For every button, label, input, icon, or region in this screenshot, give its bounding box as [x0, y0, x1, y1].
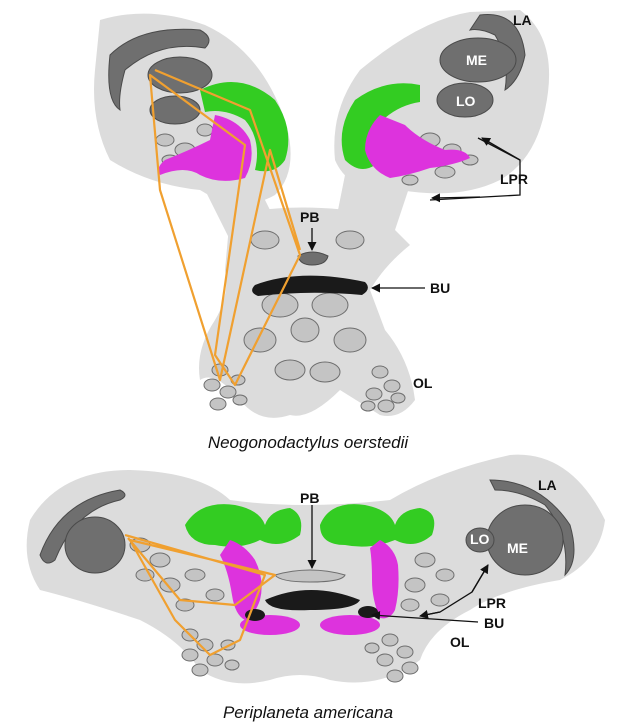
bottom-label-lpr: LPR: [478, 595, 506, 611]
top-right-olfactory-lobe: [360, 365, 406, 413]
top-label-lo: LO: [456, 93, 476, 109]
top-left-green-region: [200, 82, 289, 172]
bottom-left-green-calyx: [185, 504, 302, 547]
top-central-neuropils: [243, 230, 367, 383]
top-caption: Neogonodactylus oerstedii: [208, 433, 410, 452]
bottom-left-magenta-lobe: [220, 540, 262, 620]
bottom-label-bu: BU: [484, 615, 504, 631]
top-right-green-region: [341, 83, 420, 169]
top-central-brain-silhouette: [199, 207, 415, 418]
bottom-right-magenta-lobe: [370, 540, 399, 619]
top-orange-outline: [148, 68, 302, 387]
bottom-orange-outline: [124, 533, 277, 657]
bottom-brain: PB LA ME LO LPR BU OL Periplaneta americ…: [26, 454, 605, 722]
top-right-medulla: [439, 37, 517, 83]
top-label-me: ME: [466, 52, 487, 68]
top-right-stalk: [335, 175, 410, 230]
top-lpr-arrow-lower: [431, 193, 481, 203]
top-lpr-arrow-upper: [481, 137, 521, 161]
bottom-lpr-arrow-upper: [471, 564, 489, 593]
bottom-central-body: [265, 590, 360, 611]
top-brain: LA ME LO LPR PB BU OL Neogonodactylus oe…: [94, 10, 550, 452]
top-right-magenta-region: [365, 115, 470, 178]
bottom-right-magenta-base: [320, 615, 380, 635]
bottom-right-bulb: [358, 606, 378, 618]
top-protocerebral-bridge: [297, 251, 329, 266]
bottom-right-small-neuropils: [400, 552, 455, 612]
bottom-protocerebral-bridge: [274, 569, 346, 583]
top-label-lpr: LPR: [500, 171, 528, 187]
bottom-right-lobula: [465, 527, 495, 553]
top-label-la: LA: [513, 12, 532, 28]
bottom-label-lo: LO: [470, 531, 490, 547]
bottom-caption: Periplaneta americana: [223, 703, 393, 722]
top-label-bu: BU: [430, 280, 450, 296]
bottom-right-olfactory-lobe: [364, 633, 419, 683]
bottom-right-green-calyx: [320, 504, 435, 547]
bottom-label-la: LA: [538, 477, 557, 493]
bottom-lpr-arrow-lower: [419, 610, 441, 619]
bottom-label-ol: OL: [450, 634, 470, 650]
bottom-left-lamina: [39, 489, 126, 564]
bottom-right-lamina: [489, 479, 575, 577]
top-label-pb: PB: [300, 209, 319, 225]
top-left-lobula: [149, 95, 201, 125]
top-left-lamina: [108, 28, 210, 112]
top-right-lobula: [436, 82, 494, 118]
bottom-label-pb: PB: [300, 490, 319, 506]
top-left-medulla: [147, 56, 213, 94]
bottom-label-me: ME: [507, 540, 528, 556]
bottom-left-olfactory-lobe: [181, 628, 240, 677]
top-label-ol: OL: [413, 375, 433, 391]
bottom-left-medulla: [64, 516, 126, 574]
